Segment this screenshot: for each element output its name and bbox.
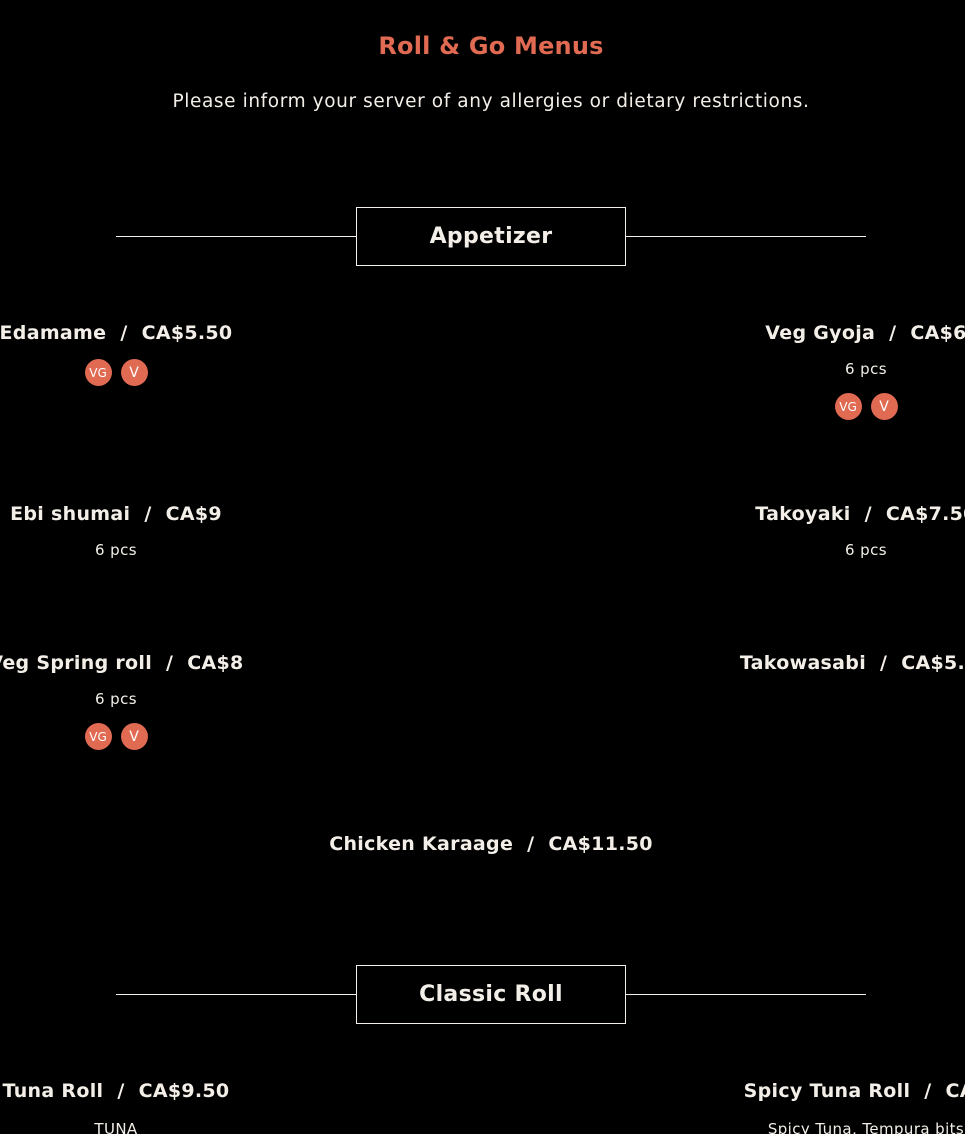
item-name: Takoyaki <box>755 503 851 525</box>
divider-line-right <box>626 236 866 237</box>
item-description: 6 pcs <box>95 541 137 559</box>
vegetarian-badge: V <box>120 359 148 386</box>
menu-item-veg-gyoja: Veg Gyoja/CA$6 6 pcs VG V <box>616 321 965 420</box>
item-name: Edamame <box>0 322 107 344</box>
item-description: Spicy Tuna, Tempura bits <box>767 1120 965 1134</box>
menu-item-veg-spring-roll: Veg Spring roll/CA$8 6 pcs VG V <box>0 651 366 750</box>
item-description: TUNA <box>94 1120 138 1134</box>
section-title-classic-roll: Classic Roll <box>356 965 626 1024</box>
menu-item-takowasabi: Takowasabi/CA$5.50 <box>616 651 965 675</box>
item-description: 6 pcs <box>845 360 887 378</box>
item-price: CA$ <box>945 1080 965 1102</box>
item-name: Takowasabi <box>739 652 867 674</box>
item-name: Spicy Tuna Roll <box>743 1080 911 1102</box>
page-title: Roll & Go Menus <box>378 32 604 60</box>
item-price: CA$7.50 <box>885 503 965 525</box>
section-header-appetizer: Appetizer <box>116 207 866 266</box>
item-description: 6 pcs <box>845 541 887 559</box>
dietary-badges: VG V <box>0 359 366 386</box>
item-price: CA$6 <box>910 322 965 344</box>
vegetarian-badge: V <box>120 723 148 750</box>
divider-line-left <box>116 236 356 237</box>
menu-item-ebi-shumai: Ebi shumai/CA$9 6 pcs <box>0 502 366 560</box>
item-price: CA$8 <box>187 652 244 674</box>
item-price: CA$9.50 <box>138 1080 230 1102</box>
dietary-badges: VG V <box>0 723 366 750</box>
menu-item-takoyaki: Takoyaki/CA$7.50 6 pcs <box>616 502 965 560</box>
divider-line-left <box>116 994 356 995</box>
item-price: CA$9 <box>165 503 222 525</box>
vegetarian-badge: V <box>870 393 898 420</box>
section-header-classic-roll: Classic Roll <box>116 965 866 1024</box>
item-price: CA$5.50 <box>901 652 965 674</box>
item-price: CA$5.50 <box>141 322 233 344</box>
menu-item-tuna-roll: Tuna Roll/CA$9.50 TUNA <box>0 1079 366 1134</box>
section-title-appetizer: Appetizer <box>356 207 626 266</box>
dietary-badges: VG V <box>616 393 965 420</box>
divider-line-right <box>626 994 866 995</box>
item-name: Veg Spring roll <box>0 652 153 674</box>
menu-item-edamame: Edamame/CA$5.50 VG V <box>0 321 366 386</box>
item-name: Chicken Karaage <box>329 833 514 855</box>
menu-item-chicken-karaage: Chicken Karaage/CA$11.50 <box>329 833 653 855</box>
menu-item-spicy-tuna-roll: Spicy Tuna Roll/CA$ Spicy Tuna, Tempura … <box>616 1079 965 1134</box>
item-name: Veg Gyoja <box>765 322 876 344</box>
vegan-badge: VG <box>84 359 112 386</box>
item-name: Ebi shumai <box>10 503 131 525</box>
item-price: CA$11.50 <box>548 833 653 855</box>
vegan-badge: VG <box>834 393 862 420</box>
vegan-badge: VG <box>84 723 112 750</box>
page-subtitle: Please inform your server of any allergi… <box>172 91 810 112</box>
item-name: Tuna Roll <box>2 1080 104 1102</box>
item-description: 6 pcs <box>95 690 137 708</box>
